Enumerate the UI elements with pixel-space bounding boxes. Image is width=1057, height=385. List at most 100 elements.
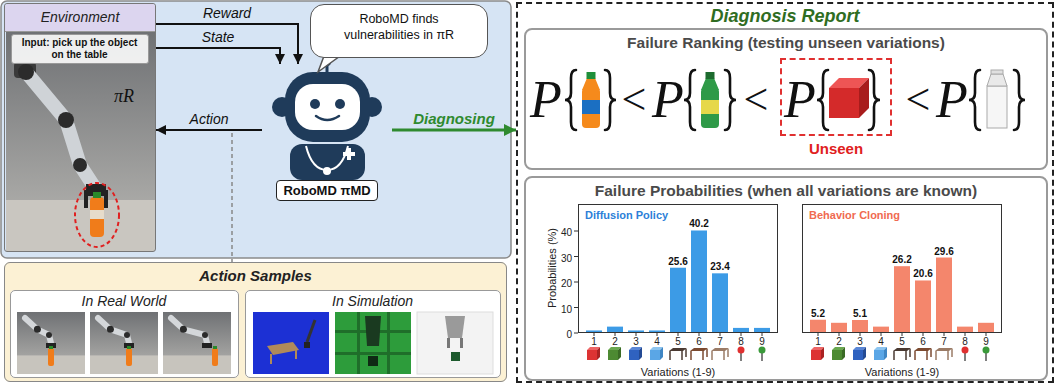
art-shape: [34, 326, 41, 333]
art-shape: [98, 318, 129, 343]
art-shape: [660, 347, 663, 360]
probability-box: Failure Probabilities (when all variatio…: [524, 176, 1048, 381]
less-than: <: [744, 78, 769, 122]
sim-image: [253, 312, 329, 374]
edge-label: Diagnosing: [413, 110, 495, 127]
node-text: Diagnosis Report: [518, 4, 1052, 27]
axis-title: Probabilities (%): [543, 228, 559, 308]
art-shape: [73, 158, 87, 172]
bar: [691, 230, 707, 333]
less-than: <: [622, 78, 647, 122]
art-shape: [727, 349, 729, 357]
chart-frame: Diffusion Policy: [578, 204, 778, 333]
axis-title: Variations (1-9): [641, 363, 715, 379]
photo: [163, 312, 231, 374]
tick-label: 30: [561, 249, 572, 265]
art-shape: [935, 351, 937, 360]
node-text: Input: pick up the object on the table: [12, 35, 148, 63]
art-shape: [842, 347, 845, 360]
edge-label: Diagnosing: [413, 111, 495, 127]
edge-label: Action: [190, 111, 229, 127]
art-shape: [884, 347, 887, 360]
node-text: Action Samples: [5, 263, 506, 284]
axis-title: Variations (1-9): [865, 363, 939, 379]
panel-fill: [516, 2, 1054, 383]
tick-label: 30: [561, 253, 572, 264]
art-shape: [893, 351, 895, 360]
highlight-ellipse: [75, 183, 119, 247]
tick-label: 7: [941, 336, 947, 347]
art-shape: [335, 352, 411, 355]
brace: [969, 70, 980, 130]
art-shape: [909, 349, 911, 357]
art-shape: [347, 148, 351, 160]
photo: [90, 312, 158, 374]
tick-label: 0: [566, 325, 572, 341]
art-shape: [859, 78, 869, 118]
sample-box: In Real World: [10, 290, 239, 378]
art-shape: [213, 346, 217, 349]
tick-label: 4: [654, 332, 660, 348]
probability-symbol: P: [784, 74, 816, 126]
node-text: RoboMD finds vulnerabilities in πR: [311, 5, 487, 50]
tick-label: 6: [696, 332, 702, 348]
art-shape: [90, 210, 104, 219]
art-shape: [163, 355, 231, 374]
tick-label: 6: [696, 336, 702, 347]
art-shape: [306, 146, 348, 170]
art-shape: [447, 338, 450, 348]
tick-label: 2: [612, 336, 618, 347]
speech-bubble: RoboMD finds vulnerabilities in πR: [310, 4, 488, 58]
bar-value: 40.2: [689, 218, 708, 229]
art-shape: [947, 351, 949, 360]
art-shape: [723, 351, 725, 360]
tick-label: 7: [941, 332, 947, 348]
art-shape: [46, 332, 52, 338]
less-than: <: [744, 75, 769, 124]
art-shape: [295, 349, 297, 359]
bar-value: 20.6: [913, 264, 932, 280]
bar-value: 26.2: [892, 254, 911, 265]
probability-symbol: P: [652, 71, 684, 128]
panel-fills: [4, 2, 1054, 383]
less-than: <: [622, 75, 647, 124]
tick-label: 8: [738, 332, 744, 348]
panel-fill: [10, 290, 239, 378]
axis-title: Variations (1-9): [641, 366, 715, 378]
cube-icon: [811, 350, 821, 360]
art-shape: [90, 197, 104, 237]
art-shape: [368, 356, 378, 366]
table-icon: [914, 348, 932, 351]
art-shape: [127, 346, 131, 349]
tick-label: 8: [962, 332, 968, 348]
art-shape: [104, 190, 108, 208]
art-shape: [84, 190, 88, 208]
dashed-leader: [231, 133, 233, 262]
art-shape: [124, 343, 134, 348]
bar-value: 26.2: [892, 250, 911, 266]
bar-value: 40.2: [689, 214, 708, 230]
art-shape: [6, 200, 155, 251]
bar-value: 29.6: [934, 246, 953, 257]
art-shape: [18, 64, 34, 80]
art-shape: [738, 347, 745, 354]
node-text: In Simulation: [246, 291, 500, 309]
robot-photo: [6, 31, 155, 251]
art-shape: [711, 351, 713, 360]
bar-value: 5.1: [853, 308, 867, 319]
table-icon: [893, 348, 911, 351]
art-shape: [171, 318, 207, 343]
sim-image: [335, 312, 411, 374]
art-shape: [180, 326, 187, 333]
art-shape: [365, 316, 381, 346]
art-shape: [905, 351, 907, 360]
art-shape: [49, 346, 53, 349]
art-shape: [951, 349, 953, 357]
art-shape: [639, 347, 642, 360]
bar: [831, 323, 847, 333]
tick-label: 5: [899, 336, 905, 347]
policy-name: πR: [114, 86, 134, 106]
brace: [1014, 70, 1025, 130]
bar-value: 20.6: [913, 268, 932, 279]
